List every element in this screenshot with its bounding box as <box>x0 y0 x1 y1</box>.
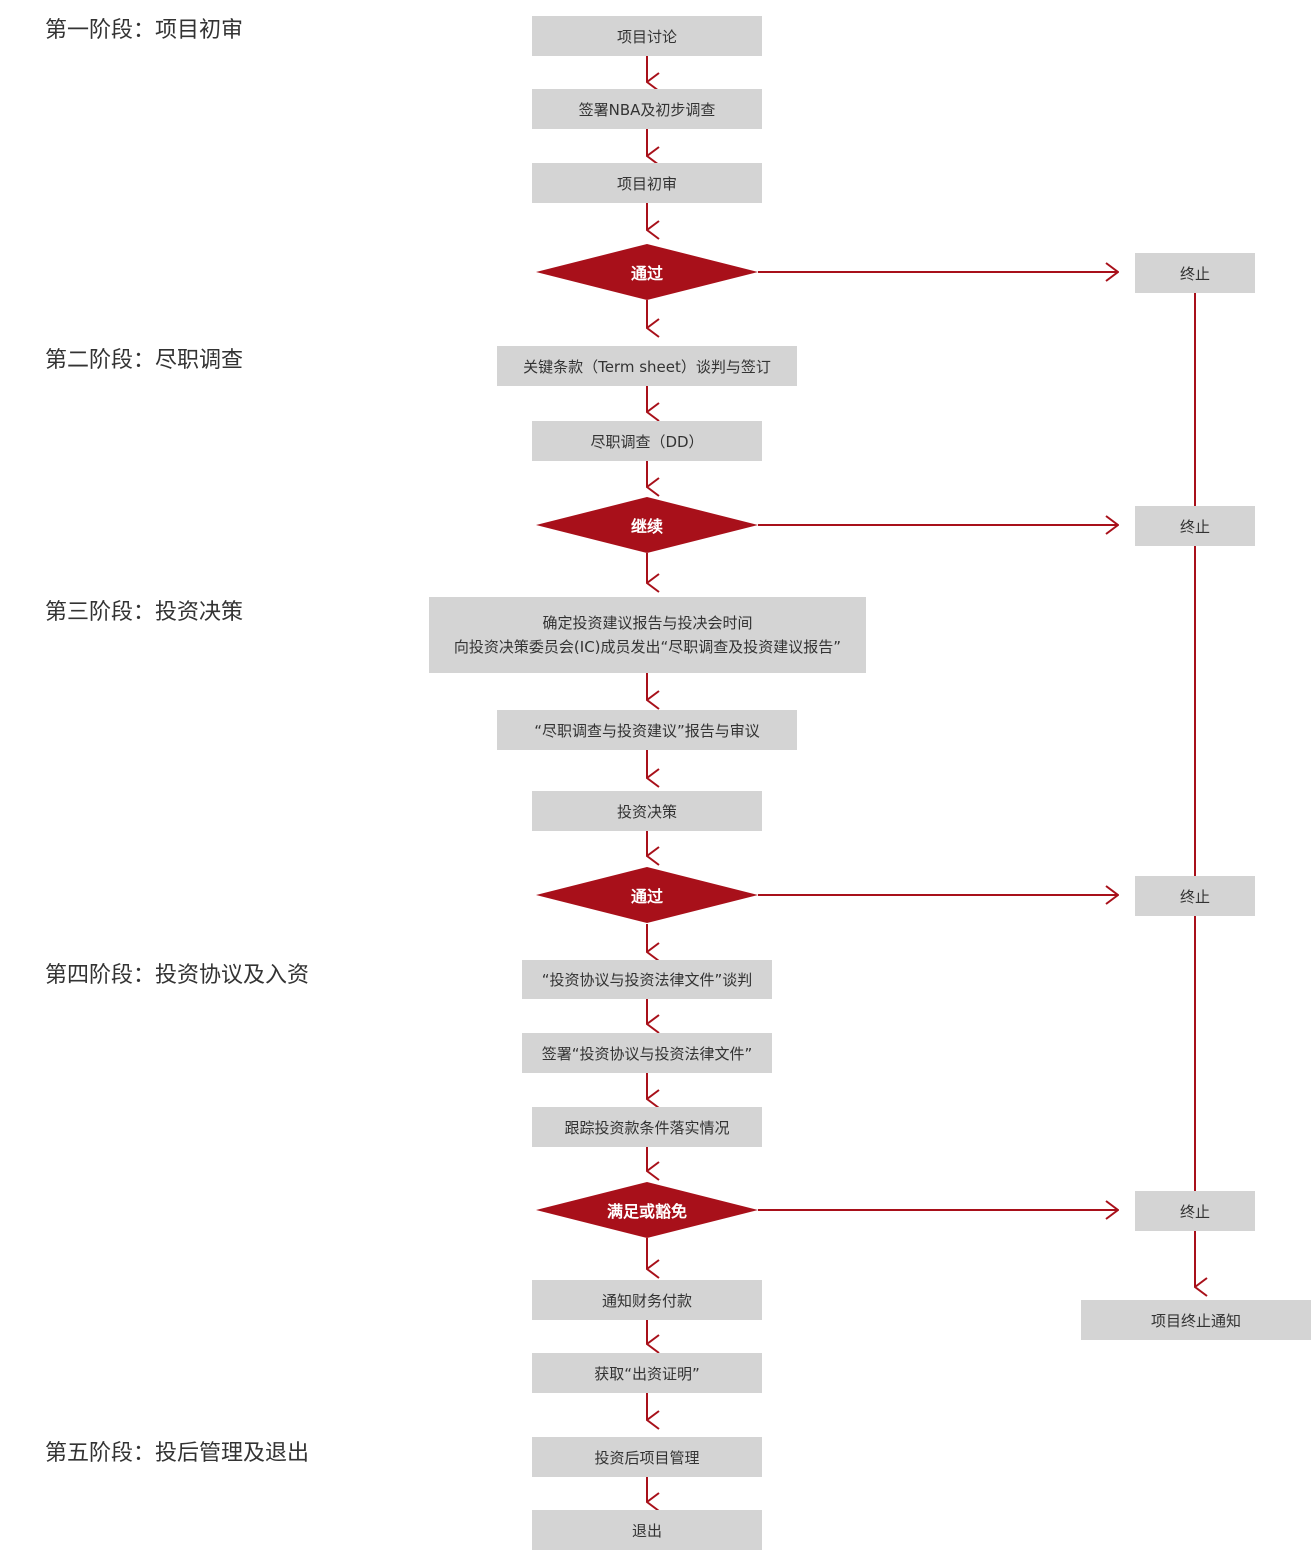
step-report-review: “尽职调查与投资建议”报告与审议 <box>497 710 797 750</box>
step-ic-report-line2: 向投资决策委员会(IC)成员发出“尽职调查及投资建议报告” <box>453 638 842 656</box>
step-investment-decision: 投资决策 <box>532 791 762 831</box>
terminate-box-3: 终止 <box>1135 876 1255 916</box>
step-ic-report: 确定投资建议报告与投决会时间 向投资决策委员会(IC)成员发出“尽职调查及投资建… <box>429 597 866 673</box>
terminate-box-1: 终止 <box>1135 253 1255 293</box>
step-term-sheet: 关键条款（Term sheet）谈判与签订 <box>497 346 797 386</box>
step-project-discussion: 项目讨论 <box>532 16 762 56</box>
step-post-investment: 投资后项目管理 <box>532 1437 762 1477</box>
step-initial-review: 项目初审 <box>532 163 762 203</box>
step-track-conditions: 跟踪投资款条件落实情况 <box>532 1107 762 1147</box>
step-notify-payment: 通知财务付款 <box>532 1280 762 1320</box>
decision-diamond-4 <box>536 1182 758 1238</box>
step-sign-agreement: 签署“投资协议与投资法律文件” <box>522 1033 772 1073</box>
stage-title-1: 第一阶段：项目初审 <box>45 18 244 43</box>
step-capital-proof: 获取“出资证明” <box>532 1353 762 1393</box>
terminate-box-4: 终止 <box>1135 1191 1255 1231</box>
stage-title-3: 第三阶段：投资决策 <box>45 600 244 625</box>
decision-diamond-3 <box>536 867 758 923</box>
stage-title-4: 第四阶段：投资协议及入资 <box>45 963 310 988</box>
step-ic-report-line1: 确定投资建议报告与投决会时间 <box>542 614 753 632</box>
step-due-diligence: 尽职调查（DD） <box>532 421 762 461</box>
stage-title-5: 第五阶段：投后管理及退出 <box>45 1441 310 1466</box>
terminate-notice-box: 项目终止通知 <box>1081 1300 1311 1340</box>
decision-diamond-1 <box>536 244 758 300</box>
stage-title-2: 第二阶段：尽职调查 <box>45 348 244 373</box>
step-sign-nba: 签署NBA及初步调查 <box>532 89 762 129</box>
decision-diamond-2 <box>536 497 758 553</box>
step-agreement-negotiation: “投资协议与投资法律文件”谈判 <box>522 960 772 999</box>
step-exit: 退出 <box>532 1510 762 1550</box>
terminate-box-2: 终止 <box>1135 506 1255 546</box>
